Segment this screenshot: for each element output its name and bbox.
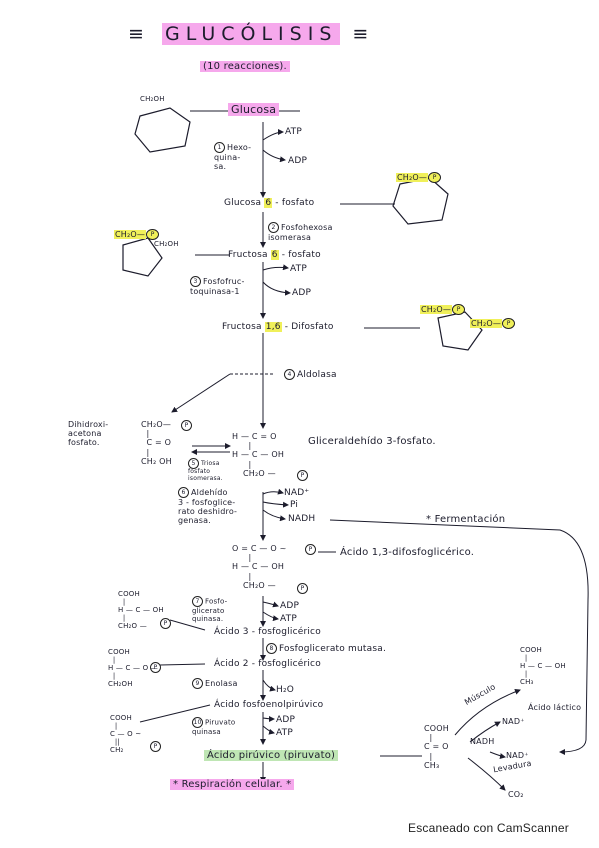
dhap-label: Dihidroxi- acetona fosfato. [68, 420, 109, 448]
glucose-label: Glucosa [228, 103, 280, 117]
cellular-respiration-label: * Respiración celular. * [170, 779, 295, 791]
pg3-phosphate: P [160, 618, 173, 629]
f6p-ring-label: CH₂O—P [114, 229, 161, 240]
f16bp-ring-left: CH₂O—P [420, 304, 467, 315]
pg2-label: Ácido 2 - fosfoglicérico [214, 659, 321, 669]
title-text: GLUCÓLISIS [161, 23, 341, 45]
step8-number: 8 [266, 643, 277, 654]
lactic-nad: NAD⁺ [502, 717, 525, 726]
gap-phosphate: P [297, 470, 310, 481]
step6-number: 6 [178, 487, 189, 498]
glucose-ring-label: CH₂OH [140, 95, 165, 103]
pyruvate-label: Ácido pirúvico (piruvato) [204, 750, 339, 762]
step6-pi: Pi [290, 500, 299, 510]
gap-structure: H — C = O | H — C — OH | CH₂O — [232, 432, 285, 478]
gap-label: Gliceraldehído 3-fosfato. [308, 436, 436, 447]
pg3-structure: COOH | H — C — OH | CH₂O — [118, 590, 164, 631]
dhap-phosphate: P [181, 420, 194, 431]
bpg-structure: O = C — O ~ | H — C — OH | CH₂O — [232, 544, 287, 590]
g6p-label: Glucosa 6 - fosfato [224, 198, 315, 208]
step1-number: 1 [214, 142, 225, 153]
step6-nad: NAD⁺ [284, 488, 310, 498]
step4-number: 4 [284, 369, 295, 380]
pyruvate-structure: COOH | C = O | CH₃ [424, 724, 449, 770]
fermentation-label: * Fermentación [426, 514, 506, 525]
step10-atp: ATP [276, 728, 293, 738]
title-mark-left: ≡ [128, 23, 150, 45]
step1-adp: ADP [288, 156, 308, 166]
step7-atp: ATP [280, 614, 297, 624]
pep-structure: COOH | C — O ~ || CH₂ [110, 714, 142, 755]
bpg-phosphate-2: P [297, 583, 310, 594]
page-subtitle: (10 reacciones). [200, 61, 290, 73]
step10-adp: ADP [276, 715, 296, 725]
lactic-acid-label: Ácido láctico [528, 703, 582, 712]
bpg-phosphate-1: P [305, 544, 318, 555]
step3-atp: ATP [290, 264, 307, 274]
pg2-phosphate: P [150, 662, 163, 673]
step3-adp: ADP [292, 288, 312, 298]
f6p-ring-right: CH₂OH [154, 240, 179, 248]
dhap-structure: CH₂O— | C = O | CH₂ OH [141, 420, 172, 466]
step9-h2o: H₂O [276, 685, 295, 695]
g6p-ring-label: CH₂O—P [396, 172, 443, 183]
step6-nadh: NADH [288, 514, 316, 524]
page-title: ≡ GLUCÓLISIS ≡ [128, 23, 375, 46]
f16bp-ring-right: CH₂O—P [470, 318, 517, 329]
title-mark-right: ≡ [352, 23, 375, 45]
yeast-nadh: NADH [470, 737, 495, 746]
lactic-acid-structure: COOH | H — C — OH | CH₃ [520, 646, 566, 687]
f16bp-label: Fructosa 1,6 - Difosfato [222, 322, 334, 332]
yeast-nad: NAD⁺ [506, 751, 529, 760]
step1-atp: ATP [285, 127, 302, 137]
f6p-label: Fructosa 6 - fosfato [228, 250, 321, 260]
bpg-label: Ácido 1,3-difosfoglicérico. [340, 547, 475, 558]
step10-number: 10 [192, 717, 203, 728]
step7-number: 7 [192, 596, 203, 607]
pg3-label: Ácido 3 - fosfoglicérico [214, 627, 321, 637]
step9-number: 9 [192, 678, 203, 689]
pep-phosphate: P [150, 741, 163, 752]
yeast-co2: CO₂ [508, 790, 524, 799]
pep-label: Ácido fosfoenolpirúvico [214, 700, 324, 710]
scanner-watermark: Escaneado con CamScanner [408, 821, 569, 835]
step2-number: 2 [268, 222, 279, 233]
step7-adp: ADP [280, 601, 300, 611]
step3-number: 3 [190, 276, 201, 287]
